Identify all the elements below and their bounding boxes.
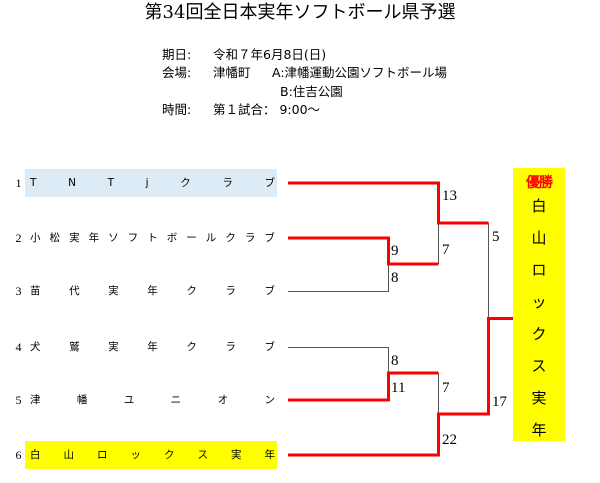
name-char: 代 [69, 285, 80, 297]
name-char: 小 [30, 232, 41, 244]
name-char: ユ [123, 394, 135, 406]
name-char: 実 [231, 449, 242, 461]
venue-site-a: A:津幡運動公園ソフトボール場 [272, 65, 448, 80]
name-char: 松 [49, 232, 61, 244]
champion-box [513, 168, 565, 441]
name-char: 年 [147, 341, 158, 353]
name-char: ー [186, 232, 197, 244]
name-char: オ [217, 394, 229, 406]
name-char: ニ [170, 394, 182, 406]
name-char: j [145, 177, 149, 189]
team-seed: 3 [15, 284, 22, 298]
name-char: ク [531, 325, 547, 343]
semifinal1-bottom-score: 7 [442, 242, 450, 258]
name-char: ロ [97, 449, 108, 461]
name-char: 年 [531, 421, 547, 439]
final-top-score: 5 [492, 229, 500, 245]
team-name: 津幡ユニオン [30, 393, 275, 407]
team-name: 犬鷲実年クラブ [30, 340, 275, 354]
name-char: 鷲 [69, 341, 80, 353]
page-title: 第34回全日本実年ソフトボール県予選 [144, 2, 456, 23]
name-char: 白 [30, 449, 41, 461]
name-char: 実 [531, 389, 547, 407]
venue-town: 津幡町 [213, 65, 251, 80]
champion-label: 優勝 [526, 175, 553, 191]
semifinal1-top-score: 13 [442, 188, 457, 204]
date-value: 令和７年6月8日(日) [213, 47, 327, 62]
name-char: ブ [264, 232, 275, 244]
name-char: ブ [264, 177, 275, 189]
seed6-highlight [25, 441, 277, 469]
name-char: T [30, 177, 37, 189]
name-char: 犬 [30, 341, 41, 353]
champion-name: 白山ロックス実年 [513, 198, 565, 439]
name-char: ラ [244, 232, 256, 244]
name-char: ク [164, 449, 175, 461]
team-seed: 6 [15, 448, 22, 462]
name-char: T [107, 177, 114, 189]
name-char: 年 [147, 285, 158, 297]
round1-match2-bottom-score: 11 [391, 380, 406, 396]
name-char: ス [531, 357, 547, 375]
name-char: 実 [69, 232, 80, 244]
team-seed: 5 [15, 393, 22, 407]
name-char: ン [264, 394, 275, 406]
name-char: 実 [108, 285, 119, 297]
final-bottom-score: 17 [492, 394, 507, 410]
name-char: ロ [531, 261, 547, 279]
name-char: 実 [108, 341, 119, 353]
team-seed: 4 [15, 340, 22, 354]
semifinal2-bottom-score: 22 [442, 432, 457, 448]
name-char: ル [205, 232, 217, 244]
name-char: 年 [88, 232, 100, 244]
name-char: ク [225, 232, 236, 244]
name-char: ラ [225, 285, 236, 297]
name-char: ラ [222, 177, 233, 189]
round1-match1-bottom-score: 8 [391, 270, 399, 286]
name-char: 山 [531, 229, 547, 247]
team-name: 白山ロックス実年 [30, 448, 275, 462]
name-char: ッ [130, 449, 142, 461]
semifinal2-top-score: 7 [442, 380, 450, 396]
name-char: ブ [264, 341, 275, 353]
round1-match1-top-score: 9 [391, 243, 399, 259]
time-label: 時間: [162, 102, 192, 117]
winner-lines [288, 181, 513, 457]
team-seed: 2 [15, 231, 22, 245]
name-char: ク [180, 177, 191, 189]
name-char: ブ [264, 285, 275, 297]
venue-site-b: B:住吉公園 [280, 84, 343, 99]
name-char: ッ [531, 293, 547, 311]
venue-label: 会場: [162, 65, 192, 80]
date-label: 期日: [162, 47, 192, 62]
name-char: N [68, 177, 76, 189]
name-char: 山 [63, 449, 75, 461]
name-char: ク [186, 341, 197, 353]
seed1-highlight [25, 169, 277, 197]
team-name: 小松実年ソフトボールクラブ [30, 231, 275, 245]
name-char: 年 [264, 449, 276, 461]
name-char: ラ [225, 341, 236, 353]
name-char: 白 [531, 197, 547, 215]
name-char: 苗 [30, 285, 41, 297]
name-char: ボ [166, 232, 178, 244]
time-value: 第１試合： 9:00～ [213, 102, 321, 117]
name-char: ク [186, 285, 197, 297]
loser-lines [288, 223, 489, 414]
name-char: 津 [30, 394, 41, 406]
name-char: ソ [108, 232, 119, 244]
name-char: ス [197, 449, 209, 461]
round1-match2-top-score: 8 [391, 353, 399, 369]
name-char: 幡 [76, 394, 88, 406]
name-char: ト [147, 232, 158, 244]
team-name: 苗代実年クラブ [30, 284, 275, 298]
team-seed: 1 [15, 176, 22, 190]
name-char: フ [127, 232, 139, 244]
